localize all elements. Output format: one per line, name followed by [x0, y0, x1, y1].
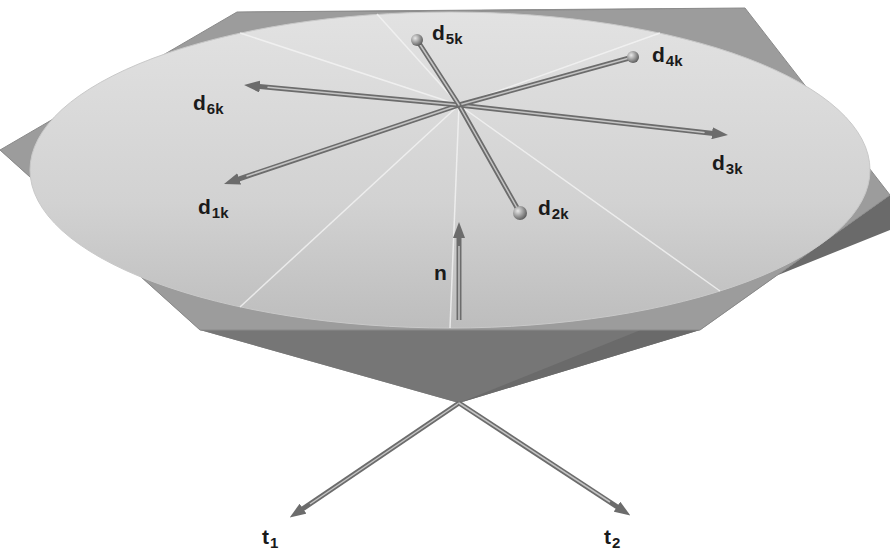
- tangent-arrow: [298, 403, 459, 512]
- vector-label: t: [604, 526, 611, 547]
- vector-subscript: 2: [612, 535, 620, 550]
- vectors: [234, 34, 719, 220]
- friction-cone: [30, 12, 870, 328]
- vector-label: t: [262, 526, 269, 547]
- facet-line: [459, 33, 660, 105]
- vector-subscript: 2k: [552, 206, 569, 221]
- vector-highlight: [459, 105, 520, 213]
- facet-line: [240, 105, 459, 307]
- vector-arrow: [459, 105, 520, 213]
- facet-lines: [240, 14, 720, 328]
- vector-arrow: [417, 40, 459, 105]
- vector-label: n: [434, 262, 447, 283]
- tangent-arrow: [459, 403, 622, 510]
- vector-highlight: [459, 403, 610, 502]
- vector-label: d: [193, 92, 206, 113]
- hexagon-corner: [237, 8, 745, 12]
- facet-line: [450, 105, 459, 328]
- vector-arrow: [234, 105, 460, 181]
- vector-subscript: 5k: [446, 31, 463, 46]
- vector-label: d: [652, 44, 665, 65]
- vector-subscript: 1: [270, 535, 278, 550]
- vector-arrow: [459, 57, 633, 105]
- facet-line: [459, 105, 720, 291]
- vector-highlight: [417, 40, 459, 105]
- vector-arrow: [254, 86, 459, 105]
- vector-highlight: [459, 57, 633, 105]
- vector-subscript: 4k: [666, 53, 683, 68]
- vector-subscript: 3k: [726, 161, 743, 176]
- vector-label: d: [538, 197, 551, 218]
- vector-arrow: [459, 105, 718, 134]
- vector-ball: [513, 206, 527, 220]
- vector-label: d: [432, 22, 445, 43]
- vector-ball: [411, 34, 423, 46]
- vector-subscript: 1k: [212, 205, 229, 220]
- normal-arrow: [457, 232, 462, 320]
- vector-highlight: [459, 105, 704, 133]
- vector-label: d: [712, 152, 725, 173]
- vector-highlight: [247, 105, 459, 176]
- vector-label: d: [198, 196, 211, 217]
- vector-subscript: 6k: [207, 101, 224, 116]
- vector-highlight: [310, 403, 459, 504]
- facet-line: [240, 33, 459, 105]
- vector-highlight: [458, 246, 460, 320]
- vector-ball: [627, 51, 639, 63]
- hexagon-rim: [0, 8, 890, 330]
- vector-highlight: [268, 87, 459, 105]
